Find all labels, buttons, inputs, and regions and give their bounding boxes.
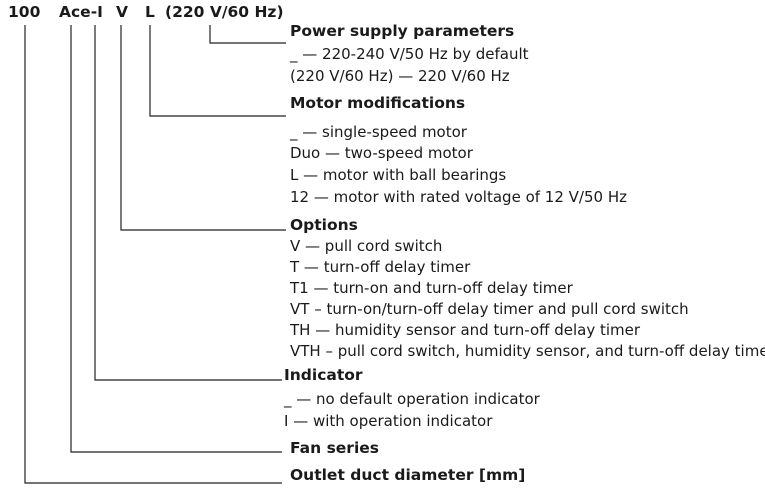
motor-item: L — motor with ball bearings — [290, 166, 507, 184]
series-title: Fan series — [290, 439, 380, 457]
options-item: VT – turn-on/turn-off delay timer and pu… — [290, 300, 689, 318]
power-connector — [209, 25, 286, 44]
motor-item: Duo — two-speed motor — [290, 144, 473, 162]
options-title: Options — [290, 216, 358, 234]
code-power: (220 V/60 Hz) — [165, 3, 284, 21]
power-item: _ — 220-240 V/50 Hz by default — [290, 45, 529, 63]
motor-connector — [149, 25, 286, 117]
diameter-connector — [24, 25, 282, 484]
diameter-title: Outlet duct diameter [mm] — [290, 466, 526, 484]
code-option: V — [116, 3, 128, 21]
indicator-item: _ — no default operation indicator — [284, 390, 540, 408]
power-title: Power supply parameters — [290, 22, 515, 40]
indicator-item: I — with operation indicator — [284, 412, 493, 430]
indicator-title: Indicator — [284, 366, 363, 384]
options-item: T — turn-off delay timer — [290, 258, 471, 276]
code-diameter: 100 — [8, 3, 41, 21]
options-item: V — pull cord switch — [290, 237, 443, 255]
code-motor: L — [145, 3, 155, 21]
options-item: VTH – pull cord switch, humidity sensor,… — [290, 342, 765, 360]
options-connector — [120, 25, 286, 231]
options-item: TH — humidity sensor and turn-off delay … — [290, 321, 641, 339]
motor-title: Motor modifications — [290, 94, 466, 112]
motor-item: _ — single-speed motor — [290, 123, 467, 141]
indicator-connector — [94, 25, 282, 381]
options-item: T1 — turn-on and turn-off delay timer — [290, 279, 573, 297]
series-connector — [70, 25, 282, 453]
power-item: (220 V/60 Hz) — 220 V/60 Hz — [290, 67, 510, 85]
motor-item: 12 — motor with rated voltage of 12 V/50… — [290, 188, 627, 206]
code-series: Ace-I — [59, 3, 103, 21]
